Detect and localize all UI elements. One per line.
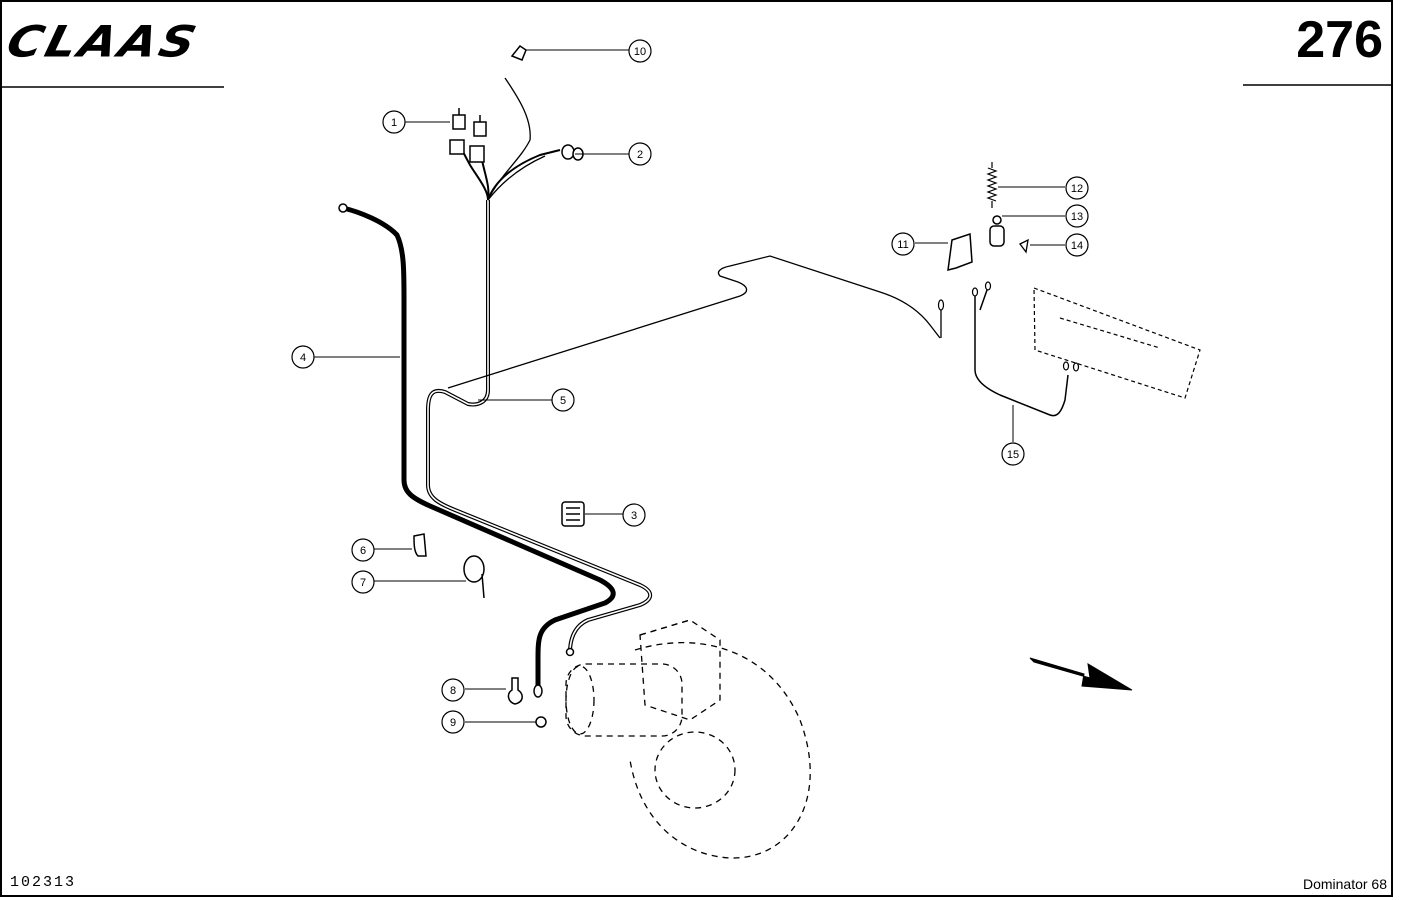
svg-text:1: 1 (391, 117, 397, 129)
callout-7: 7 (351, 570, 375, 594)
leader-lines (313, 49, 1065, 723)
panel-outline (1033, 287, 1201, 399)
callout-12: 12 (1065, 176, 1089, 200)
svg-text:6: 6 (360, 545, 366, 557)
cable-4 (340, 205, 616, 693)
cable-5 (426, 200, 653, 653)
cable-4-terminal-bottom (533, 684, 543, 698)
svg-text:2: 2 (637, 149, 643, 161)
clip-item-10 (510, 44, 527, 61)
clip-item-6 (413, 533, 427, 557)
connector-right-a (937, 299, 945, 311)
bolt-item-8 (507, 677, 523, 705)
svg-text:12: 12 (1071, 183, 1083, 195)
bracket-item-11 (947, 232, 973, 271)
svg-text:3: 3 (631, 510, 637, 522)
svg-text:8: 8 (450, 685, 456, 697)
connector-item-2 (561, 144, 584, 161)
callout-6: 6 (351, 538, 375, 562)
terminal-block-item-3 (561, 501, 585, 527)
cable-4-terminal-top (338, 203, 348, 213)
svg-text:7: 7 (360, 577, 366, 589)
page-number: 276 (1296, 11, 1383, 69)
starter-motor-outline (565, 619, 811, 859)
callout-1: 1 (382, 110, 406, 134)
callout-11: 11 (891, 232, 915, 256)
callout-3: 3 (622, 503, 646, 527)
cable-tie-item-7 (463, 555, 485, 599)
svg-text:10: 10 (634, 46, 646, 58)
callout-5: 5 (551, 388, 575, 412)
callout-15: 15 (1001, 442, 1025, 466)
relay-item-1 (449, 108, 487, 163)
svg-text:9: 9 (450, 717, 456, 729)
svg-text:14: 14 (1071, 240, 1083, 252)
svg-text:15: 15 (1007, 449, 1019, 461)
svg-text:4: 4 (300, 352, 306, 364)
svg-text:11: 11 (897, 239, 908, 251)
callout-9: 9 (441, 710, 465, 734)
svg-text:5: 5 (560, 395, 566, 407)
svg-text:13: 13 (1071, 211, 1083, 223)
callout-13: 13 (1065, 204, 1089, 228)
callout-14: 14 (1065, 233, 1089, 257)
clip-item-14 (1019, 238, 1029, 254)
document-id: 102313 (10, 874, 77, 891)
callout-4: 4 (291, 345, 315, 369)
cable-15 (974, 295, 1069, 417)
spring-item-12 (986, 162, 998, 208)
callout-10: 10 (628, 39, 652, 63)
nut-item-9 (535, 716, 547, 728)
switch-item-13 (989, 215, 1005, 247)
cable-long-thin (447, 255, 941, 389)
callout-2: 2 (628, 142, 652, 166)
direction-arrow-icon (1029, 657, 1133, 691)
cable-5-terminal (565, 647, 575, 657)
callout-8: 8 (441, 678, 465, 702)
model-name: Dominator 68 (1302, 876, 1387, 892)
